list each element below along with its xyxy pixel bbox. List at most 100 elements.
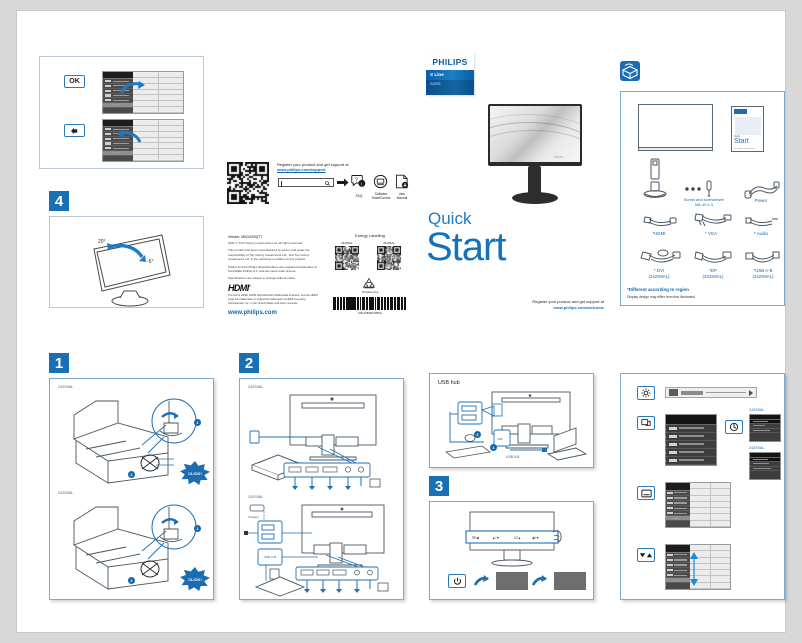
osd-row[interactable] — [666, 501, 691, 507]
osd-row[interactable] — [666, 511, 691, 517]
osd-row-selected[interactable] — [666, 465, 716, 466]
osd-row[interactable] — [666, 425, 716, 433]
osd-values-column — [133, 120, 158, 161]
philips-url[interactable]: www.philips.com — [228, 310, 277, 316]
osd-title-bar — [666, 415, 716, 425]
osd-row[interactable] — [666, 433, 716, 441]
osd-row-selected[interactable] — [666, 578, 691, 584]
monitor-brand-mark: PHILIPS — [554, 156, 564, 159]
cover-page: PHILIPS S Line 242S9 PHILIPS Quick Start… — [420, 49, 610, 319]
step3-arrow-2-icon — [531, 575, 547, 586]
osd-row-selected[interactable] — [666, 516, 691, 522]
osd-menu-column — [666, 545, 691, 589]
register-line: Register your product and get support at — [532, 299, 604, 304]
power-sensor-key[interactable] — [725, 420, 743, 434]
svg-text:?: ? — [355, 177, 358, 183]
osd-row[interactable] — [666, 496, 691, 502]
svg-text:Charger: Charger — [248, 515, 259, 519]
back-arrow-icon — [71, 127, 78, 134]
brightness-icon — [641, 388, 651, 398]
step2-model-top: 242S9AL — [248, 385, 264, 389]
osd-back-arrow-icon — [117, 130, 142, 143]
osd-row[interactable] — [666, 568, 691, 574]
osd-settings-menu — [665, 482, 731, 528]
osd-row[interactable] — [103, 137, 134, 142]
accessory-vga-label: * VGA — [704, 231, 718, 236]
software-smartcontrol-icon[interactable] — [373, 174, 388, 189]
step2-connection-diagram-bottom: Charger USB A-B — [244, 504, 389, 597]
osd-row[interactable] — [750, 424, 780, 429]
step-4-number: 4 — [49, 191, 69, 211]
series-name: S Line — [426, 70, 474, 80]
cover-register-text: Register your product and get support at… — [444, 299, 604, 312]
step-3-panel: ☰/◀ ▲/▼ ⊡/▲ ◉/▼ — [429, 501, 594, 600]
osd-row-selected[interactable] — [103, 151, 134, 156]
osd-row[interactable] — [103, 142, 134, 147]
osd-row[interactable] — [666, 563, 691, 569]
accessory-hdmi-cable — [643, 216, 677, 227]
user-manual-icon[interactable] — [395, 174, 409, 189]
updown-icon — [639, 553, 653, 558]
step-4-panel: 20° -5° — [49, 216, 204, 308]
osd-row[interactable] — [750, 467, 780, 471]
brightness-key[interactable] — [637, 386, 655, 400]
legal-paragraph-3: Specifications are subject to change wit… — [228, 276, 297, 281]
faq-icon[interactable]: ? ! — [351, 174, 366, 189]
register-url[interactable]: www.philips.com/welcome — [553, 305, 604, 311]
energy-qr-label-1: 242S9AL — [341, 241, 353, 245]
osd-row[interactable] — [103, 84, 134, 89]
osd-brightness-bar — [665, 387, 757, 398]
osd-row[interactable] — [103, 127, 134, 133]
step-2-panel: 242S9AL — [239, 378, 404, 600]
osd-row[interactable] — [103, 94, 134, 99]
usb-hub-title: USB hub — [438, 380, 460, 386]
step1-model-top: 242S9AL — [58, 385, 74, 389]
power-key[interactable] — [448, 574, 466, 588]
input-source-key[interactable] — [637, 416, 655, 430]
quick-start-sheet: OK — [16, 10, 786, 633]
osd-row[interactable] — [103, 146, 134, 152]
osd-row[interactable] — [666, 506, 691, 512]
osd-row[interactable] — [750, 462, 780, 467]
search-input[interactable] — [278, 178, 334, 187]
back-arrow-key[interactable] — [64, 124, 85, 137]
osd-row[interactable] — [666, 553, 691, 558]
step3-arrow-1-icon — [473, 575, 489, 586]
osd-row[interactable] — [666, 457, 716, 465]
osd-row[interactable] — [666, 491, 691, 496]
usb-hub-callout-1: 1 — [490, 444, 497, 451]
osd-row[interactable] — [103, 79, 134, 85]
step2-model-bottom: 242S9AL — [248, 495, 264, 499]
power-icon — [453, 577, 461, 585]
osd-row[interactable] — [666, 441, 716, 449]
updown-key[interactable] — [637, 548, 655, 562]
osd-row[interactable] — [666, 558, 691, 564]
osd-title-bar — [666, 545, 691, 553]
faq-label: FAQ — [355, 194, 363, 198]
osd-row[interactable] — [103, 98, 134, 104]
monitor-product-photo: PHILIPS — [488, 104, 590, 214]
support-url[interactable]: www.philips.com/support — [277, 167, 326, 173]
ok-key[interactable]: OK — [64, 75, 85, 88]
menu-key[interactable] — [637, 486, 655, 500]
accessory-dvi-cable — [640, 249, 681, 263]
osd-row[interactable] — [666, 449, 716, 457]
accessory-screws-screwdriver — [685, 180, 712, 197]
osd-title-bar — [750, 453, 780, 459]
osd-row[interactable] — [666, 573, 691, 579]
osd-submenu-column — [709, 545, 730, 589]
osd-row-selected[interactable] — [750, 458, 780, 463]
support-qr-code — [227, 162, 269, 204]
osd-row-selected[interactable] — [103, 103, 134, 108]
osd-input-menu-a — [749, 414, 781, 442]
box-contents-icon — [621, 63, 639, 80]
svg-text:☰/◀: ☰/◀ — [472, 536, 479, 540]
step-2-number: 2 — [239, 353, 259, 373]
support-heading: Register your product and get support at — [277, 162, 349, 167]
osd-row[interactable] — [750, 429, 780, 433]
osd-submenu-column — [709, 483, 730, 527]
energy-block: Energy Labelling 242S9AL 242S9AL Printab… — [327, 233, 413, 318]
svg-text:◉/▼: ◉/▼ — [532, 536, 539, 540]
osd-row-selected[interactable] — [750, 420, 780, 425]
